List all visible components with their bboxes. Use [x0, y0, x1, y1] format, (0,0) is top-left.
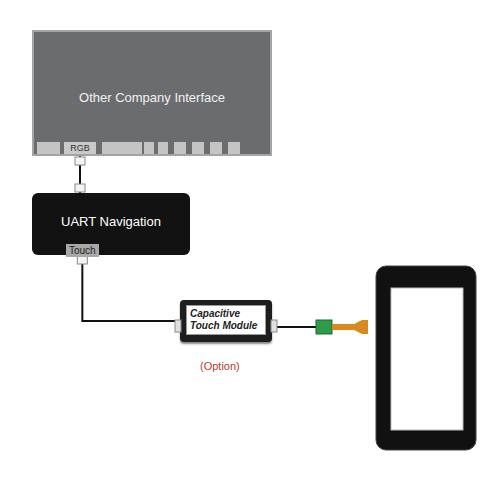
cable-plug	[75, 184, 85, 192]
port-slot	[174, 142, 186, 154]
green-connector	[316, 320, 332, 334]
cable-connector	[75, 156, 85, 193]
touch-panel-screen	[391, 288, 463, 430]
cable-line	[82, 255, 180, 321]
cable-plug	[75, 157, 85, 165]
touch-panel-frame	[376, 266, 476, 450]
flex-ribbon	[332, 324, 354, 330]
navigation-box: UART NavigationTouch	[32, 193, 190, 255]
port-slot	[228, 142, 240, 154]
interface-box: Other Company InterfaceRGB	[32, 30, 272, 156]
port-slot	[144, 142, 154, 154]
box-title: Other Company Interface	[34, 90, 270, 106]
port-label: Touch	[66, 244, 99, 257]
cable-connector	[77, 255, 180, 321]
box-title: UART Navigation	[32, 214, 190, 230]
flex-ribbon-end	[354, 320, 368, 334]
port-slot	[37, 142, 60, 154]
port-slot	[192, 142, 204, 154]
port-slot	[102, 142, 142, 154]
side-connector	[175, 320, 181, 332]
cable-plug	[77, 256, 87, 264]
option-note: (Option)	[200, 360, 240, 372]
port-slot	[210, 142, 222, 154]
port-label: RGB	[64, 142, 96, 154]
port-slot	[158, 142, 168, 154]
panel-wire	[272, 326, 318, 328]
side-connector	[271, 320, 277, 332]
module-label: Capacitive Touch Module	[186, 305, 266, 335]
module-box: Capacitive Touch Module	[180, 300, 272, 342]
